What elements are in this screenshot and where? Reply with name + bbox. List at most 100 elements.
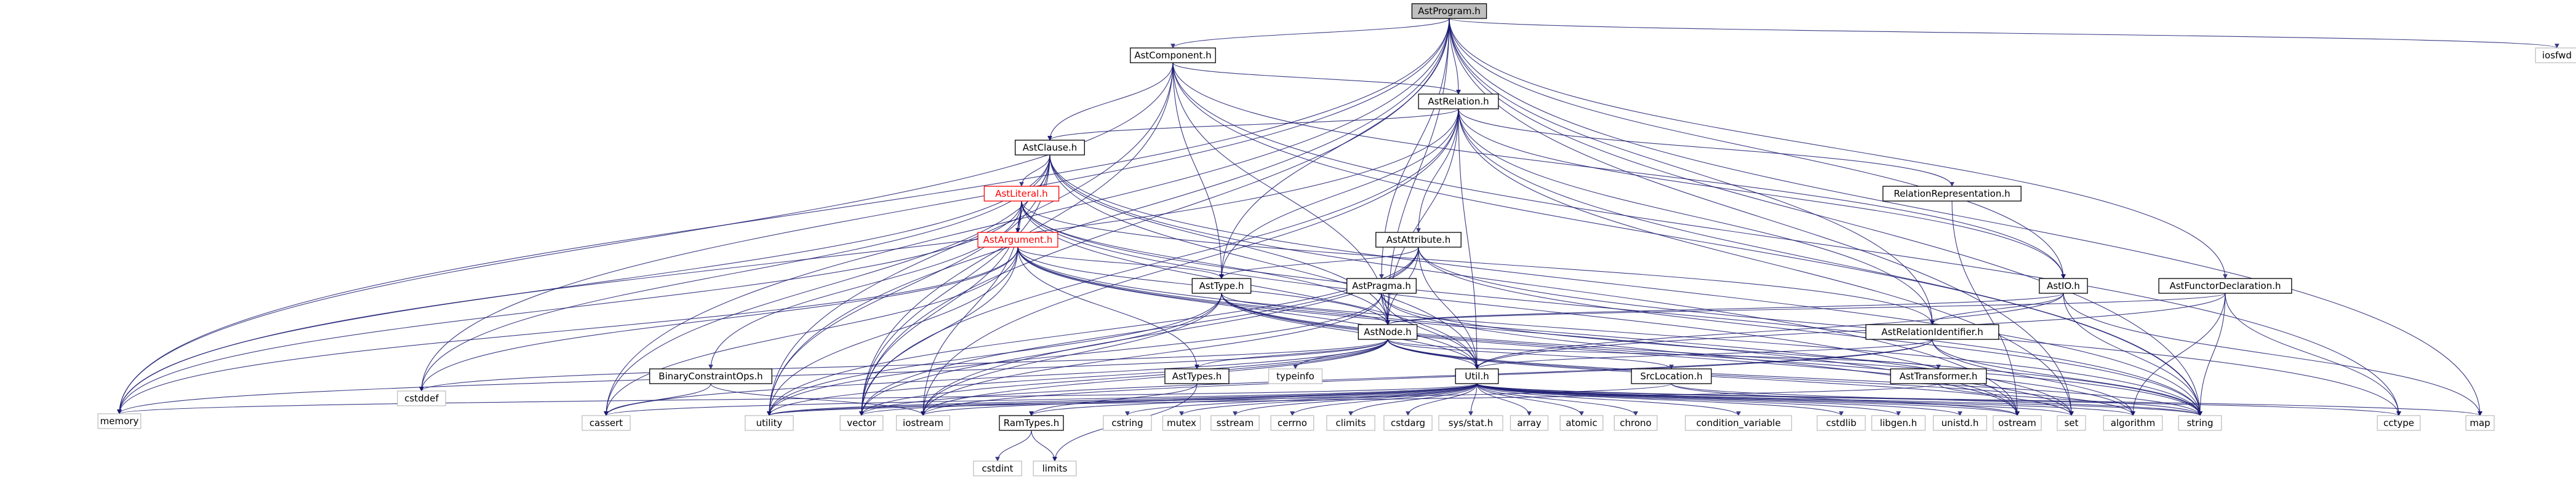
node-box: [1015, 140, 1085, 156]
node-box: [1890, 368, 1987, 384]
include-edge: [1219, 108, 1459, 279]
include-edge: [767, 62, 1174, 416]
include-edge: [1418, 247, 2202, 416]
include-edge: [767, 293, 1382, 416]
include-edge: [1021, 200, 1935, 325]
include-edge: [1172, 62, 2202, 416]
include-edge: [1017, 247, 2202, 416]
include-edge: [1387, 339, 1674, 369]
node-sstream: sstream: [1210, 415, 1260, 431]
node-label: memory: [100, 416, 139, 427]
include-edge: [2198, 293, 2226, 416]
node-box: [895, 415, 951, 431]
node-label: AstTransformer.h: [1900, 371, 1978, 382]
node-asttype-h[interactable]: AstType.h: [1191, 278, 1252, 294]
include-edge: [1047, 108, 1459, 141]
node-set: set: [2057, 415, 2086, 431]
include-edge: [1221, 293, 2202, 416]
include-edge: [1219, 18, 1450, 279]
node-string: string: [2178, 415, 2222, 431]
node-cstddef: cstddef: [397, 390, 446, 406]
include-edge: [2063, 293, 2202, 416]
node-astrelation-h[interactable]: AstRelation.h: [1418, 93, 1499, 109]
include-edge: [117, 200, 1022, 414]
node-util-h[interactable]: Util.h: [1455, 368, 1499, 384]
node-label: algorithm: [2111, 417, 2155, 429]
node-box: [977, 232, 1058, 248]
include-edge: [1449, 18, 2066, 279]
include-edge: [1385, 293, 2226, 325]
node-unistd-h: unistd.h: [1932, 415, 1988, 431]
node-box: [839, 415, 884, 431]
node-astpragma-h[interactable]: AstPragma.h: [1346, 278, 1417, 294]
node-label: map: [2470, 417, 2490, 429]
include-edge: [921, 247, 1419, 416]
include-edge: [767, 247, 1018, 416]
node-box: [1383, 415, 1433, 431]
include-edge: [767, 383, 1478, 416]
node-box: [1162, 415, 1201, 431]
node-box: [1130, 47, 1216, 63]
node-label: iosfwd: [2542, 50, 2572, 61]
include-edge: [1468, 383, 1478, 416]
node-sys-stat-h: sys/stat.h: [1438, 415, 1503, 431]
include-edge: [1476, 383, 1901, 416]
include-edge: [1476, 383, 2482, 416]
node-srclocation-h[interactable]: SrcLocation.h: [1631, 368, 1712, 384]
include-edge: [1172, 62, 1224, 279]
node-astrelationidentifier-h[interactable]: AstRelationIdentifier.h: [1865, 324, 1999, 340]
node-box: [2535, 47, 2576, 63]
include-edge: [859, 247, 1018, 416]
node-label: climits: [1335, 417, 1366, 429]
node-label: AstRelation.h: [1428, 96, 1489, 107]
include-edge: [767, 339, 1388, 416]
node-astfunctordeclaration-h[interactable]: AstFunctorDeclaration.h: [2158, 278, 2292, 294]
node-memory: memory: [97, 413, 142, 429]
node-ramtypes-h[interactable]: RamTypes.h: [999, 415, 1064, 431]
node-relationrepresentation-h[interactable]: RelationRepresentation.h: [1882, 186, 2022, 202]
node-limits: limits: [1033, 460, 1077, 476]
include-edge: [1049, 154, 1479, 369]
node-label: iostream: [903, 417, 943, 429]
node-binaryconstraintops-h[interactable]: BinaryConstraintOps.h: [649, 368, 772, 384]
node-asttransformer-h[interactable]: AstTransformer.h: [1890, 368, 1987, 384]
node-label: cstdlib: [1826, 417, 1856, 429]
node-astattribute-h[interactable]: AstAttribute.h: [1375, 232, 1462, 248]
include-edge: [604, 247, 1018, 416]
node-mutex: mutex: [1162, 415, 1201, 431]
node-typeinfo: typeinfo: [1268, 368, 1323, 384]
include-edge: [1458, 108, 2066, 279]
node-cstdint: cstdint: [973, 460, 1022, 476]
include-edge: [1474, 293, 2226, 369]
include-edge: [859, 247, 1419, 416]
node-box: [1270, 415, 1314, 431]
node-astnode-h[interactable]: AstNode.h: [1358, 324, 1418, 340]
include-edge: [1932, 339, 2202, 416]
node-box: [745, 415, 794, 431]
include-edge: [1179, 383, 1478, 416]
node-label: Util.h: [1465, 371, 1489, 382]
include-edge: [1221, 293, 1479, 369]
node-asttypes-h[interactable]: AstTypes.h: [1164, 368, 1230, 384]
include-edge: [1476, 383, 1962, 416]
include-edge: [1172, 62, 2401, 416]
include-edge: [117, 247, 1018, 414]
node-box: [1510, 415, 1549, 431]
node-label: string: [2186, 417, 2213, 429]
node-astliteral-h[interactable]: AstLiteral.h: [983, 186, 1060, 202]
include-edge: [1379, 18, 1450, 279]
node-box: [1326, 415, 1375, 431]
node-cstdlib: cstdlib: [1817, 415, 1866, 431]
node-astcomponent-h[interactable]: AstComponent.h: [1130, 47, 1216, 63]
node-astclause-h[interactable]: AstClause.h: [1015, 140, 1085, 156]
node-astio-h[interactable]: AstIO.h: [2039, 278, 2088, 294]
include-edge: [1387, 339, 2202, 416]
include-edge: [921, 383, 1478, 416]
node-astprogram-h[interactable]: AstProgram.h: [1411, 3, 1487, 19]
include-edge: [2063, 293, 2482, 416]
node-box: [582, 415, 631, 431]
include-edge: [1458, 108, 1479, 369]
include-edge: [1233, 383, 1478, 416]
node-astargument-h[interactable]: AstArgument.h: [977, 232, 1058, 248]
include-edge: [1381, 293, 2202, 416]
